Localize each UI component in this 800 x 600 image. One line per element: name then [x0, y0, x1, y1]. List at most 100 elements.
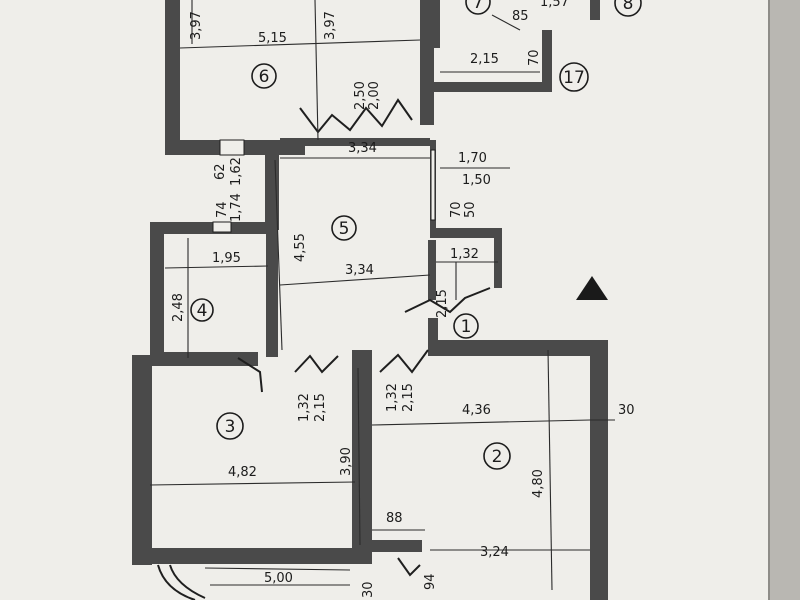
wall-2-right — [590, 340, 608, 600]
dim-3-97-left: 3,97 — [189, 11, 204, 40]
room-3-label: 3 — [225, 417, 236, 437]
window-strip-4 — [212, 221, 232, 233]
room-5-circle — [331, 215, 357, 241]
wall-3-bottom — [132, 548, 372, 564]
door-3-zigzag — [294, 354, 339, 374]
dim-3-90: 3,90 — [339, 447, 354, 476]
balcony-curve — [157, 564, 196, 600]
dim-88: 88 — [386, 511, 403, 526]
dim-74: 74 — [215, 201, 230, 218]
door-6-zigzag — [299, 98, 413, 134]
dimline-5-15 — [179, 39, 421, 49]
wall-6-left — [165, 0, 180, 145]
dim-4-36: 4,36 — [462, 403, 491, 418]
dim-50-mid: 50 — [463, 201, 478, 218]
dimline-3-90 — [357, 367, 361, 546]
window-strip-6 — [219, 139, 245, 156]
dim-70-top: 70 — [527, 49, 542, 66]
dim-85: 85 — [512, 9, 529, 24]
door-1-zigzag — [404, 287, 491, 314]
room-2-label: 2 — [492, 447, 503, 467]
wall-17-right — [542, 30, 552, 90]
window-strip-5 — [430, 149, 436, 221]
dim-2-00: 2,00 — [367, 81, 382, 110]
dim-62: 62 — [213, 163, 228, 180]
dim-2-15-b: 2,15 — [401, 383, 416, 412]
wall-4-left — [150, 222, 164, 362]
balcony-curve-inner — [169, 564, 206, 599]
dim-3-34-top: 3,34 — [348, 141, 377, 156]
door-symbols — [237, 98, 491, 577]
dimline-3-34-mid — [279, 274, 431, 286]
dim-1-32-b: 1,32 — [385, 383, 400, 412]
dim-2-15-a: 2,15 — [313, 393, 328, 422]
dimline-4-82 — [149, 481, 356, 486]
wall-1-top — [430, 228, 500, 238]
dim-3-34-mid: 3,34 — [345, 263, 374, 278]
room-numbers: 6 5 4 3 2 1 17 7 8 — [190, 0, 642, 470]
north-arrow-icon — [576, 276, 608, 300]
room-17-label: 17 — [563, 68, 585, 88]
dim-30-bottom: 30 — [361, 581, 376, 598]
wall-2-left-stub — [428, 318, 438, 348]
room-6-label: 6 — [259, 67, 270, 87]
walls — [132, 0, 608, 600]
wall-3-top — [150, 352, 258, 366]
wall-1-right — [494, 228, 502, 288]
dim-1-32-mid: 1,32 — [450, 247, 479, 262]
dim-1-95: 1,95 — [212, 251, 241, 266]
room-4-label: 4 — [197, 301, 208, 321]
dimline-1-95 — [164, 265, 269, 269]
dim-30: 30 — [618, 403, 635, 418]
dim-2-15-top: 2,15 — [470, 52, 499, 67]
dim-1-32-a: 1,32 — [297, 393, 312, 422]
door-2-zigzag — [379, 349, 429, 374]
room-8-label: 8 — [623, 0, 634, 14]
room-1-circle — [453, 313, 479, 339]
dim-3-24: 3,24 — [480, 545, 509, 560]
dim-1-74: 1,74 — [229, 193, 244, 222]
dim-2-48: 2,48 — [171, 293, 186, 322]
wall-1-left — [428, 240, 436, 300]
dim-94: 94 — [423, 573, 438, 590]
balcony-line — [204, 567, 351, 571]
paper-background — [0, 0, 770, 600]
right-margin-shadow — [770, 0, 800, 600]
dimension-lines — [149, 0, 615, 591]
dim-5-00: 5,00 — [264, 571, 293, 586]
room-5-label: 5 — [339, 219, 350, 239]
wall-6-right — [420, 0, 434, 125]
room-1-label: 1 — [461, 317, 472, 337]
wall-4-right — [266, 232, 278, 357]
room-17-circle — [559, 62, 589, 92]
wall-7-left — [432, 0, 440, 48]
dim-1-70: 1,70 — [458, 151, 487, 166]
dim-70-mid: 70 — [449, 201, 464, 218]
dim-1-50: 1,50 — [462, 173, 491, 188]
door-small-bottom — [397, 557, 421, 577]
dimension-labels: 3,97 5,15 3,97 85 1,57 2,15 70 2,50 2,00… — [171, 0, 635, 598]
room-4-circle — [190, 298, 214, 322]
dim-1-57: 1,57 — [540, 0, 569, 10]
room-6-circle — [251, 63, 277, 89]
dim-4-55: 4,55 — [293, 233, 308, 262]
wall-2-bottom-stub — [372, 540, 422, 552]
wall-2-top — [428, 340, 608, 356]
dimline-4-36 — [371, 419, 591, 426]
wall-7-right — [590, 0, 600, 20]
dim-3-97-right: 3,97 — [323, 11, 338, 40]
room-2-circle — [483, 442, 511, 470]
wall-5-top — [280, 138, 430, 146]
room-7-label: 7 — [473, 0, 484, 13]
wall-3-2-divider — [352, 350, 372, 550]
dim-4-82: 4,82 — [228, 465, 257, 480]
dim-2-15-mid: 2,15 — [435, 289, 450, 318]
dimline-3-97-right — [314, 0, 319, 141]
dim-4-80: 4,80 — [531, 469, 546, 498]
dim-2-50: 2,50 — [353, 81, 368, 110]
wall-3-left — [132, 355, 152, 565]
door-4-zigzag — [237, 357, 263, 393]
dimline-4-55 — [274, 159, 283, 351]
room-8-circle — [614, 0, 642, 17]
